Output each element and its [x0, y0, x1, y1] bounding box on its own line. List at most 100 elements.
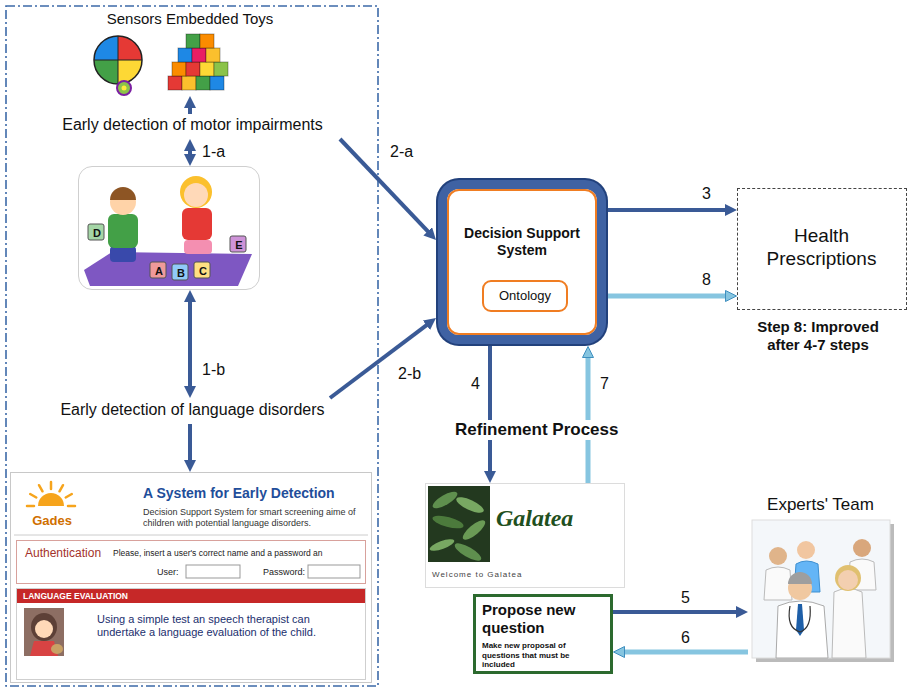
callout-number: 1-b	[202, 360, 225, 379]
experts-photo	[832, 589, 866, 659]
children-picture	[182, 208, 212, 240]
sun-logo	[38, 493, 64, 506]
block-letter: B	[173, 265, 189, 281]
flow-arrow	[608, 294, 729, 299]
box-title: Health Prescriptions	[744, 225, 899, 271]
callout-number: 5	[681, 588, 690, 607]
output-box: Health Prescriptions	[737, 188, 907, 310]
experts-photo	[769, 547, 787, 565]
toy-blocks	[168, 76, 182, 90]
children-picture	[172, 264, 188, 280]
block-letter: C	[195, 263, 211, 279]
toy-blocks	[210, 76, 224, 90]
stage-label: Early detection of motor impairments	[20, 114, 365, 139]
experts-photo	[797, 541, 815, 559]
toy-ball	[94, 36, 142, 84]
app-screenshot: GalateaWelcome to Galatea	[425, 483, 625, 588]
box-title: Ontology	[484, 288, 566, 304]
toy-blocks	[168, 34, 228, 90]
experts-photo	[853, 539, 871, 557]
group-frame	[6, 6, 378, 686]
block-letter: E	[231, 237, 247, 253]
leaf-picture	[454, 494, 485, 516]
callout-number: 8	[702, 270, 711, 289]
leaf-picture	[430, 489, 459, 512]
leaf-picture	[460, 517, 488, 543]
toy-picture: Sensors Embedded Toys	[80, 8, 300, 96]
children-picture	[84, 176, 252, 286]
app-description: Decision Support System for smart screen…	[143, 507, 365, 529]
toy-rattle	[117, 81, 131, 95]
children-picture	[110, 246, 136, 262]
toy-blocks	[200, 62, 214, 76]
app-heading: A System for Early Detection	[143, 485, 365, 502]
child-photo	[24, 608, 64, 656]
child-photo	[31, 613, 57, 641]
child-photo	[35, 620, 53, 638]
sun-logo	[50, 482, 53, 489]
callout-number: 1-a	[202, 142, 225, 161]
child-photo	[51, 644, 63, 654]
callout-number: 4	[471, 374, 480, 393]
stage-label: Early detection of language disorders	[20, 398, 365, 424]
field-label: Password:	[263, 567, 317, 578]
header-bar	[17, 589, 365, 603]
note-label: Step 8: Improved after 4-7 steps	[742, 318, 894, 354]
sun-logo	[30, 494, 36, 498]
flow-arrow	[188, 424, 192, 464]
stage-text: Early detection of motor impairments	[20, 115, 365, 134]
panel-title: Authentication	[25, 546, 111, 560]
panel-note: Using a simple test an speech therapist …	[97, 613, 359, 639]
toy-blocks	[206, 48, 220, 62]
callout-number: 6	[681, 628, 690, 647]
experts-photo	[752, 520, 890, 658]
children-picture	[88, 224, 104, 240]
flow-arrow	[188, 298, 192, 390]
login-panel: AuthenticationPlease, insert a user's co…	[16, 540, 366, 584]
flow-arrow	[621, 650, 748, 655]
group-frame	[6, 6, 378, 686]
children-picture	[184, 183, 208, 207]
leaf-picture	[431, 513, 464, 531]
leaf-picture	[428, 486, 490, 564]
sun-logo	[60, 485, 64, 491]
ontology-box: Ontology	[482, 280, 568, 312]
children-picture: DABCE	[78, 166, 260, 290]
toy-rattle	[117, 81, 131, 95]
children-picture	[184, 240, 212, 254]
callout-number: 2-a	[390, 142, 413, 161]
toy-blocks	[214, 62, 228, 76]
panel-title: LANGUAGE EVALUATION	[23, 591, 243, 601]
flow-arrow	[188, 104, 192, 114]
toy-blocks	[182, 76, 196, 90]
children-picture	[180, 176, 212, 208]
experts-photo	[788, 572, 812, 584]
sun-logo	[39, 485, 43, 491]
leaf-picture	[453, 540, 484, 564]
box-note: Make new proposal of questions that must…	[482, 641, 604, 670]
app-heading: Galatea	[496, 504, 622, 533]
toy-blocks	[178, 48, 192, 62]
children-picture	[84, 252, 252, 286]
input-field	[186, 565, 360, 578]
experts-photo	[764, 567, 792, 600]
decision-system-box: Decision Support SystemOntology	[447, 189, 597, 335]
field-label: User:	[157, 567, 187, 578]
callout-number: 3	[702, 184, 711, 203]
picture-heading: Sensors Embedded Toys	[80, 10, 300, 28]
callout-number: 2-b	[398, 364, 421, 383]
toy-ball	[94, 36, 142, 84]
panel-note: Please, insert a user's correct name and…	[113, 548, 361, 558]
children-picture	[110, 187, 136, 200]
flow-arrow	[340, 139, 430, 234]
experts-photo	[789, 606, 810, 632]
child-photo	[24, 608, 64, 656]
flow-arrow	[608, 208, 729, 212]
app-subtitle: Welcome to Galatea	[432, 570, 602, 580]
panel-separator	[14, 535, 368, 536]
children-picture	[194, 262, 210, 278]
experts-photo	[835, 565, 861, 591]
children-picture	[230, 236, 246, 252]
